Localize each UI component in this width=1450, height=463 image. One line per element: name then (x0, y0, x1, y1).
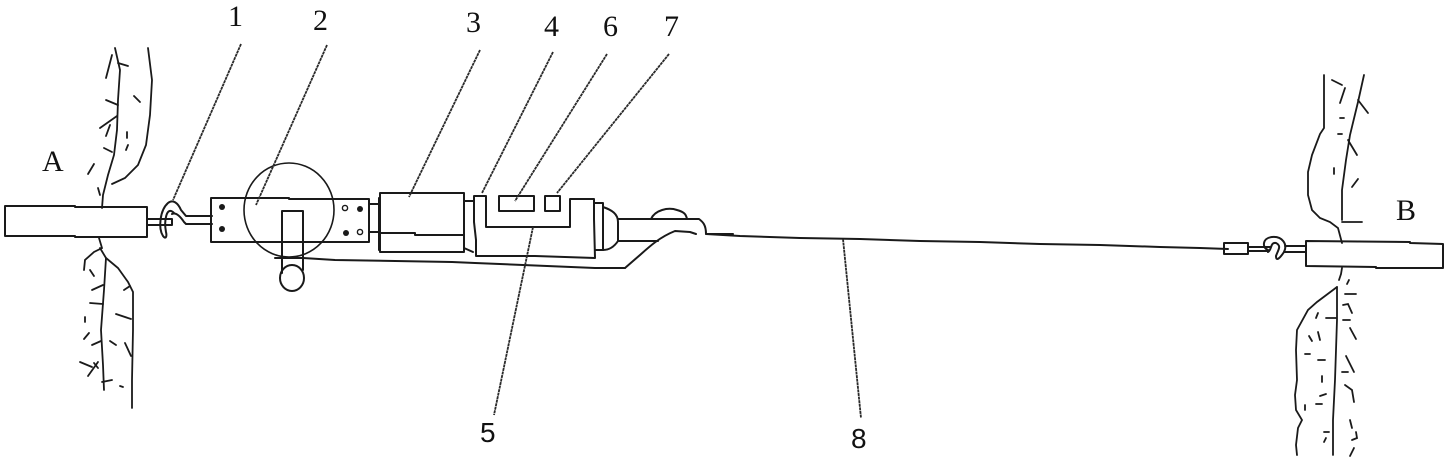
callout-label-4: 4 (544, 10, 559, 43)
block-3 (379, 192, 474, 253)
callout-6: 6 (514, 10, 618, 202)
callout-8: 8 (842, 238, 867, 454)
callout-label-5: 5 (480, 417, 496, 448)
plate-2 (210, 197, 380, 251)
callout-3: 3 (408, 6, 481, 198)
wall-B (1294, 74, 1369, 457)
anchor-label-A: A (42, 145, 64, 178)
support-post (274, 210, 626, 292)
callout-1: 1 (172, 0, 243, 201)
connector-B (1223, 235, 1307, 260)
tensioner-nozzle (593, 202, 734, 269)
cable-8 (705, 233, 1229, 250)
callout-5: 5 (480, 226, 534, 448)
wall-A (79, 47, 153, 409)
callout-7: 7 (556, 10, 679, 194)
callout-label-1: 1 (228, 0, 243, 33)
callout-label-6: 6 (603, 10, 618, 43)
slot-6 (498, 195, 535, 212)
callout-label-7: 7 (664, 10, 679, 43)
callout-2: 2 (255, 4, 328, 206)
slot-7 (544, 195, 561, 212)
anchor-bar-B (1305, 240, 1444, 269)
callout-label-3: 3 (466, 6, 481, 39)
housing-4 (473, 195, 596, 259)
anchor-bar-A (4, 205, 148, 238)
hook-1 (146, 200, 213, 239)
callout-label-8: 8 (851, 423, 867, 454)
anchor-label-B: B (1396, 194, 1416, 227)
callout-4: 4 (481, 10, 559, 194)
callout-label-2: 2 (313, 4, 328, 37)
